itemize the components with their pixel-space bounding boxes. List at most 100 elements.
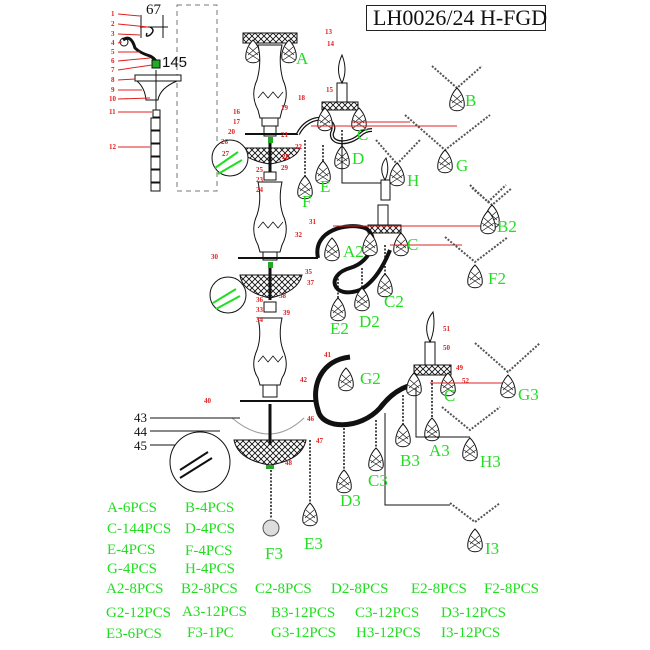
quantity-item: E3-6PCS bbox=[106, 626, 162, 642]
quantity-item: F3-1PC bbox=[187, 625, 234, 641]
quantity-item: I3-12PCS bbox=[441, 625, 501, 641]
part-number: 42 bbox=[300, 376, 307, 384]
crystal-label: H bbox=[407, 171, 420, 190]
dimension-side: 145 bbox=[162, 54, 188, 71]
quantity-item: G3-12PCS bbox=[271, 625, 337, 641]
crystal-label: A2 bbox=[343, 242, 364, 261]
quantity-item: G-4PCS bbox=[107, 561, 158, 577]
crystal-label: G3 bbox=[518, 385, 539, 404]
ceiling-mount bbox=[117, 13, 182, 192]
crystal-label: I3 bbox=[485, 539, 500, 558]
part-number: 48 bbox=[285, 459, 292, 467]
part-number: 17 bbox=[233, 118, 240, 126]
crystal-label: A bbox=[296, 49, 309, 68]
part-number: 47 bbox=[316, 437, 323, 445]
part-number: 8 bbox=[111, 76, 115, 84]
part-number: 29 bbox=[281, 164, 288, 172]
part-number: 39 bbox=[283, 309, 290, 317]
quantity-item: H-4PCS bbox=[185, 561, 236, 577]
crystal-label: E3 bbox=[304, 534, 323, 553]
part-number: 3 bbox=[111, 30, 115, 38]
part-number: 51 bbox=[443, 325, 450, 333]
part-number: 6 bbox=[111, 57, 115, 65]
crystal-label: H3 bbox=[480, 452, 501, 471]
quantity-item: B3-12PCS bbox=[271, 605, 336, 621]
crystal-label: D bbox=[352, 149, 365, 168]
crystal-label: B3 bbox=[400, 451, 420, 470]
crystal-label: B bbox=[465, 91, 477, 110]
part-number: 31 bbox=[309, 218, 316, 226]
part-number: 41 bbox=[324, 351, 331, 359]
part-number: 7 bbox=[111, 66, 115, 74]
hardware-number: 45 bbox=[134, 438, 147, 453]
quantity-item: C-144PCS bbox=[107, 521, 172, 537]
part-number: 32 bbox=[295, 231, 302, 239]
part-number: 46 bbox=[307, 415, 314, 423]
part-number: 18 bbox=[298, 94, 305, 102]
part-number: 13 bbox=[325, 28, 332, 36]
part-number: 40 bbox=[204, 397, 211, 405]
quantity-item: D-4PCS bbox=[185, 521, 236, 537]
central-column bbox=[231, 32, 318, 537]
crystal-label: C bbox=[407, 235, 419, 254]
part-number: 37 bbox=[307, 279, 314, 287]
tier2-arm bbox=[315, 204, 488, 322]
crystal-label: F bbox=[302, 192, 312, 211]
quantity-item: D2-8PCS bbox=[331, 581, 389, 597]
hardware-number: 43 bbox=[134, 410, 147, 425]
crystal-label: E bbox=[320, 177, 331, 196]
crystal-label: D2 bbox=[359, 312, 380, 331]
part-number: 21 bbox=[281, 131, 288, 139]
part-number: 5 bbox=[111, 48, 115, 56]
part-number: 20 bbox=[228, 128, 235, 136]
part-number: 10 bbox=[109, 95, 116, 103]
quantity-item: G2-12PCS bbox=[106, 605, 172, 621]
part-number: 11 bbox=[109, 108, 116, 116]
crystal-label: G2 bbox=[360, 369, 381, 388]
part-number: 4 bbox=[111, 39, 115, 47]
hardware-parts bbox=[150, 139, 249, 493]
part-number: 12 bbox=[109, 143, 116, 151]
part-number: 36 bbox=[256, 296, 263, 304]
quantity-item: C2-8PCS bbox=[255, 581, 312, 597]
tier3-arm bbox=[313, 310, 505, 506]
part-number: 14 bbox=[327, 40, 334, 48]
part-number: 16 bbox=[233, 108, 240, 116]
quantity-item: E-4PCS bbox=[107, 542, 156, 558]
part-number: 28 bbox=[282, 153, 289, 161]
part-number: 52 bbox=[462, 377, 469, 385]
part-number: 34 bbox=[256, 316, 263, 324]
crystal-label: C2 bbox=[384, 292, 404, 311]
part-number: 19 bbox=[281, 104, 288, 112]
part-number: 50 bbox=[443, 344, 450, 352]
part-number: 2 bbox=[111, 20, 115, 28]
part-number: 26 bbox=[221, 138, 228, 146]
model-title: LH0026/24 H-FGD bbox=[366, 5, 547, 31]
quantity-item: B2-8PCS bbox=[181, 581, 238, 597]
part-number: 25 bbox=[256, 166, 263, 174]
tier3-prisms bbox=[441, 342, 541, 524]
crystal-label: D3 bbox=[340, 491, 361, 510]
quantity-item: E2-8PCS bbox=[411, 581, 467, 597]
hardware-number: 44 bbox=[134, 424, 147, 439]
quantity-item: F-4PCS bbox=[185, 543, 233, 559]
quantity-item: D3-12PCS bbox=[441, 605, 507, 621]
crystal-label: C bbox=[444, 386, 456, 405]
part-number: 15 bbox=[326, 86, 333, 94]
quantity-item: A2-8PCS bbox=[106, 581, 164, 597]
crystal-label: B2 bbox=[497, 217, 517, 236]
crystal-label: E2 bbox=[330, 319, 349, 338]
tier1-arm bbox=[296, 53, 457, 201]
dimension-top: 67 bbox=[146, 2, 161, 18]
part-number: 33 bbox=[256, 306, 263, 314]
crystal-label: F3 bbox=[265, 544, 283, 563]
crystal-label: A3 bbox=[429, 441, 450, 460]
part-number: 9 bbox=[111, 86, 115, 94]
part-number: 49 bbox=[456, 364, 463, 372]
tier2-prisms bbox=[444, 184, 509, 264]
crystal-label: C bbox=[357, 125, 369, 144]
quantity-item: F2-8PCS bbox=[484, 581, 540, 597]
part-number: 35 bbox=[305, 268, 312, 276]
